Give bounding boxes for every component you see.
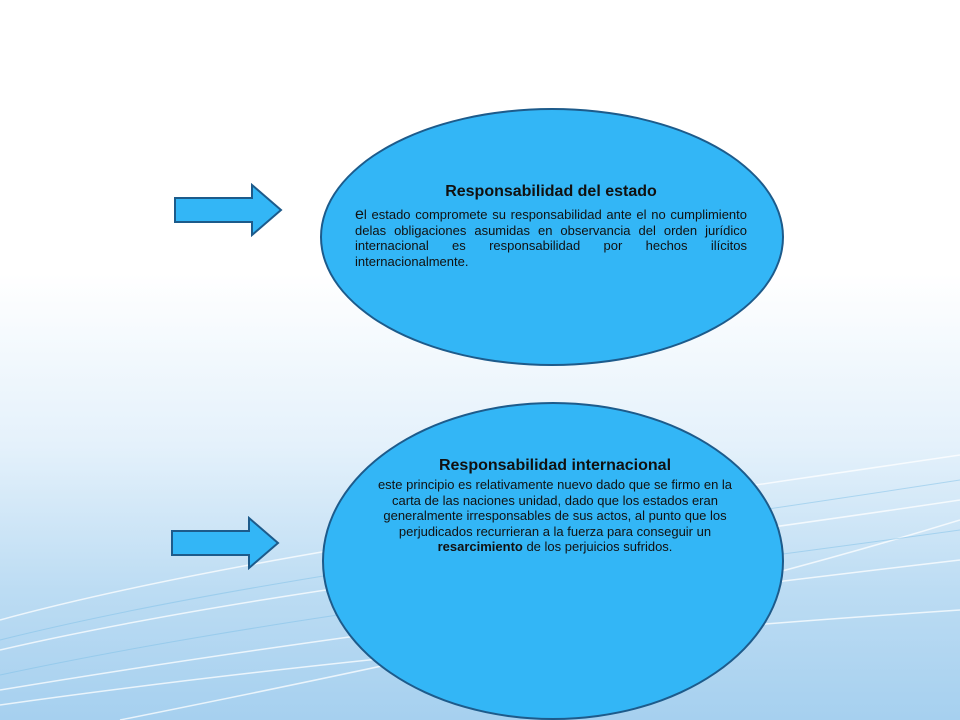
box2-body-before: este principio es relativamente nuevo da… — [377, 477, 733, 539]
box1-lead-letter: e — [355, 206, 364, 223]
box2-body-after: de los perjuicios sufridos. — [522, 539, 673, 554]
ellipse-responsabilidad-estado — [320, 108, 784, 366]
box2-text: este principio es relativamente nuevo da… — [362, 477, 748, 555]
box1-title: Responsabilidad del estado — [445, 183, 657, 200]
ellipse-content-1: Responsabilidad del estado el estado com… — [355, 182, 747, 269]
box1-body: l estado compromete su responsabilidad a… — [355, 207, 747, 269]
box2-bold-word: resarcimiento — [437, 539, 523, 554]
ellipse-responsabilidad-internacional — [322, 402, 784, 720]
right-arrow-icon — [174, 183, 283, 237]
ellipse-content-2: Responsabilidad internacional este princ… — [362, 456, 748, 555]
box2-title: Responsabilidad internacional — [438, 457, 672, 474]
right-arrow-icon — [171, 516, 280, 570]
box1-text: el estado compromete su responsabilidad … — [355, 207, 747, 269]
